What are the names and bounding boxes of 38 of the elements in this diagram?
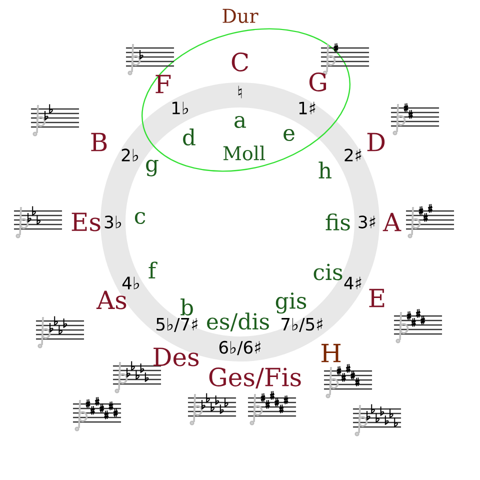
key-signature-count: 3♯ (358, 216, 376, 228)
key-signature-count: ♮ (238, 86, 242, 98)
key-signature-count: 2♭ (122, 148, 138, 162)
minor-key-label: b (180, 298, 193, 316)
heading-label: Dur (222, 8, 258, 24)
major-key-label: A (382, 212, 402, 232)
key-signature-count: 3♭ (104, 216, 122, 228)
major-key-label: C (232, 52, 248, 72)
minor-key-label: fis (326, 213, 350, 231)
key-signature-count: 4♯ (344, 276, 362, 290)
major-key-label: As (96, 290, 126, 310)
major-key-label: E (369, 288, 384, 308)
key-signature-count: 1♯ (299, 102, 316, 114)
heading-label: Moll (223, 146, 265, 160)
key-signature-count: 2♯ (344, 148, 362, 162)
major-key-label: F (156, 74, 171, 94)
minor-key-label: g (146, 160, 158, 176)
minor-key-label: es/dis (207, 312, 269, 332)
major-key-label: B (91, 132, 107, 152)
major-key-label: Es (72, 212, 100, 232)
key-signature-count: 4♭ (122, 276, 140, 290)
minor-key-label: e (284, 128, 294, 142)
major-key-label: H (322, 344, 341, 362)
minor-key-label: d (183, 128, 196, 146)
minor-key-label: a (234, 116, 246, 128)
key-signature-count: 6♭/6♯ (219, 340, 260, 356)
minor-key-label: gis (276, 292, 306, 314)
minor-key-label: h (318, 162, 332, 178)
major-key-label: D (367, 132, 385, 152)
key-signature-count: 1♭ (172, 102, 188, 114)
major-key-label: G (309, 72, 326, 92)
minor-key-label: cis (314, 264, 342, 280)
major-key-label: Des (154, 348, 199, 366)
minor-key-label: c (134, 212, 146, 224)
key-signature-count: 7♭/5♯ (282, 318, 322, 332)
major-key-label: Ges/Fis (209, 368, 301, 388)
minor-key-label: f (148, 262, 158, 278)
key-signature-count: 5♭/7♯ (156, 318, 198, 332)
